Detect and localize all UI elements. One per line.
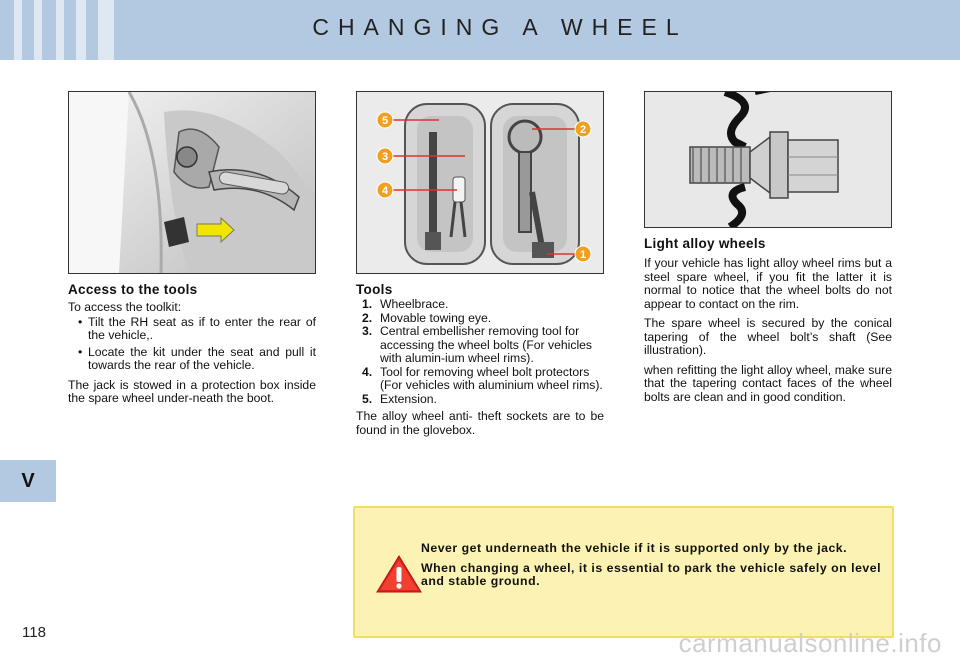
page-number: 118 [22,624,46,641]
header-stripe [98,0,114,60]
header-stripe [14,0,22,60]
item-number: 2. [362,310,373,325]
tools-paragraph: The alloy wheel anti- theft sockets are … [356,409,604,437]
access-paragraph: The jack is stowed in a protection box i… [68,377,316,405]
header-stripe [34,0,42,60]
section-tab-label: V [21,469,35,492]
item-number: 1. [362,297,373,311]
item-text: Movable towing eye. [380,310,492,325]
watermark: carmanualsonline.info [678,628,942,658]
page-title: CHANGING A WHEEL [312,14,688,40]
alloy-section: Light alloy wheels If your vehicle has l… [644,236,892,410]
item-text: Extension. [380,391,437,406]
seat-access-illustration [68,91,316,274]
tools-heading: Tools [356,282,393,297]
item-number: 5. [362,391,373,406]
list-item: Tilt the RH seat as if to enter the rear… [68,315,316,343]
warning-line-1: Never get underneath the vehicle if it i… [421,541,848,555]
section-tab[interactable]: V [0,460,56,502]
warning-text: Never get underneath the vehicle if it i… [421,541,881,595]
access-intro: To access the toolkit: [68,300,182,314]
tools-section: Tools 1. Wheelbrace. 2. Movable towing eye… [356,282,604,443]
callout-3: 3 [382,151,388,163]
alloy-heading: Light alloy wheels [644,236,766,251]
list-item: 5. Extension. [356,391,604,407]
alloy-paragraph: If your vehicle has light alloy wheel ri… [644,256,892,311]
callout-1: 1 [580,249,586,261]
access-heading: Access to the tools [68,282,198,297]
list-item: 3. Central embellisher removing tool for … [356,324,604,366]
header-stripe [76,0,86,60]
tools-list: 1. Wheelbrace. 2. Movable towing eye. 3. Ce… [356,297,604,407]
list-item: 1. Wheelbrace. [356,297,604,312]
callout-4: 4 [382,185,389,197]
callout-5: 5 [382,115,388,127]
header-stripe [56,0,64,60]
item-text: Tool for removing wheel bolt protectors … [380,364,603,392]
item-text: Central embellisher removing tool for ac… [380,324,593,365]
warning-icon [376,555,422,593]
list-item: 2. Movable towing eye. [356,310,604,326]
item-number: 4. [362,364,373,379]
access-section: Access to the tools To access the toolki… [68,282,316,412]
wheel-bolt-illustration [644,91,892,228]
warning-line-2: When changing a wheel, it is essential t… [421,560,881,588]
callout-2: 2 [580,124,586,136]
access-bullets: Tilt the RH seat as if to enter the rear… [68,315,316,373]
header-bar [0,0,960,60]
list-item: 4. Tool for removing wheel bolt protector… [356,364,604,393]
item-number: 3. [362,324,373,338]
warning-box: Never get underneath the vehicle if it i… [353,506,894,638]
list-item: Locate the kit under the seat and pull i… [68,345,316,373]
item-text: Wheelbrace. [380,297,449,311]
toolkit-illustration: 5 2 3 4 1 [356,91,604,274]
alloy-paragraph: The spare wheel is secured by the conica… [644,316,892,357]
alloy-paragraph: when refitting the light alloy wheel, ma… [644,362,892,404]
